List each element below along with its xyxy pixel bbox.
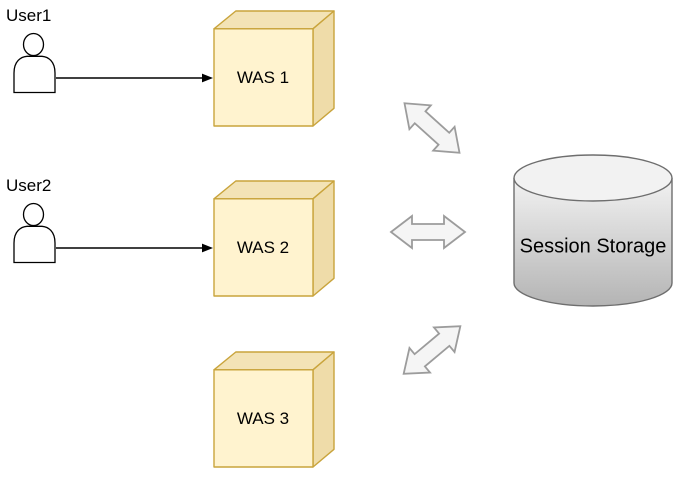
double-arrow-was3-storage-icon (402, 325, 462, 375)
double-arrow-shape (403, 102, 461, 154)
user1-label: User1 (6, 6, 52, 25)
server-cube-was3 (213, 351, 335, 468)
server-cube-was2 (213, 180, 335, 297)
server-cube-was1 (213, 10, 335, 127)
person-body (13, 55, 56, 94)
cube-front-face (213, 28, 314, 127)
server-was1-label: WAS 1 (236, 68, 290, 87)
user2-person-icon (13, 202, 56, 264)
connector-user1-was1 (56, 73, 213, 83)
cube-front-face (213, 369, 314, 468)
cube-side-face (312, 10, 335, 127)
cylinder-body (513, 178, 673, 307)
connector-user2-was2 (56, 243, 213, 253)
cube-side-face (312, 351, 335, 468)
double-arrow-was1-storage-icon (403, 102, 461, 154)
server-was2-label: WAS 2 (236, 238, 290, 257)
double-arrow-shape (389, 214, 467, 250)
double-arrow-was2-storage-icon (389, 214, 467, 250)
user2-label: User2 (6, 176, 52, 195)
cube-side-face (312, 180, 335, 297)
arrowhead-icon (202, 243, 213, 253)
user1-person-icon (13, 32, 56, 94)
arrowhead-icon (202, 73, 213, 83)
storage-label: Session Storage (519, 235, 667, 258)
person-head (22, 202, 45, 227)
person-head (22, 32, 45, 57)
server-was3-label: WAS 3 (236, 409, 290, 428)
cube-front-face (213, 198, 314, 297)
database-cylinder-icon (513, 154, 673, 307)
person-body (13, 225, 56, 264)
double-arrow-shape (402, 325, 462, 375)
cylinder-top (513, 154, 673, 202)
